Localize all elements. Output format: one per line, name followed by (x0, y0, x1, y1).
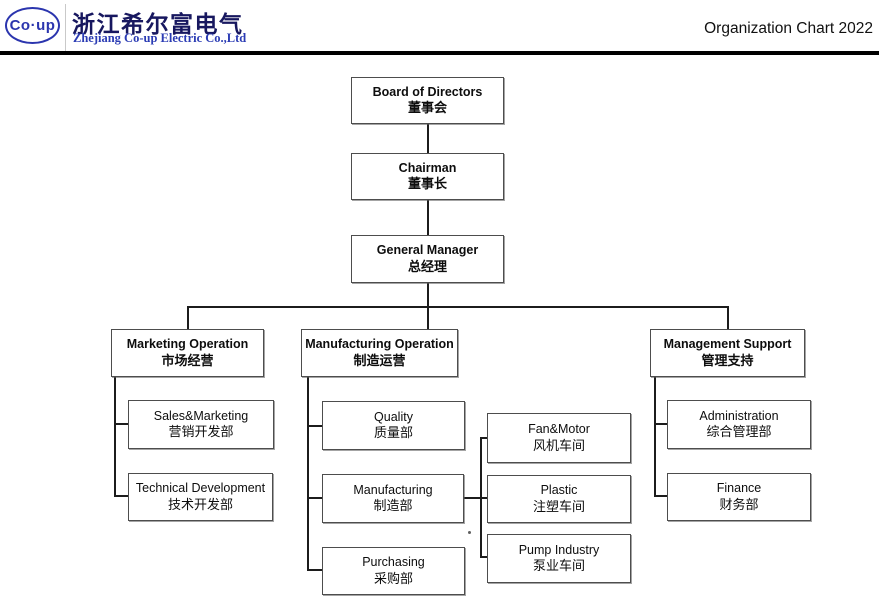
org-node-finance: Finance 财务部 (667, 473, 811, 521)
org-node-sales-marketing: Sales&Marketing 营销开发部 (128, 400, 274, 449)
connector-stub-administration (654, 423, 667, 425)
node-label-en: Sales&Marketing (153, 408, 249, 423)
header-rule (0, 51, 879, 55)
org-node-marketing-operation: Marketing Operation 市场经营 (111, 329, 264, 377)
connector-stub-sales (114, 423, 128, 425)
node-label-cn: 风机车间 (532, 437, 585, 453)
connector-stub-technical (114, 495, 128, 497)
node-label-cn: 市场经营 (161, 352, 214, 368)
company-logo: Co·up (5, 7, 60, 44)
connector-manufacturing-branch (307, 377, 309, 571)
stray-dot (468, 531, 471, 534)
connector-stub-pump (480, 556, 487, 558)
connector-stub-fan-motor (480, 437, 487, 439)
node-label-cn: 制造运营 (353, 352, 406, 368)
connector-manufacturing-plastic (464, 497, 487, 499)
connector-main-spine (187, 306, 729, 308)
node-label-en: Quality (374, 409, 413, 424)
node-label-en: Board of Directors (372, 84, 483, 99)
connector-board-chairman (427, 124, 429, 153)
company-name-english: Zhejiang Co-up Electric Co.,Ltd (73, 31, 247, 45)
node-label-cn: 营销开发部 (168, 424, 234, 440)
node-label-cn: 董事长 (407, 176, 447, 192)
node-label-en: Finance (716, 481, 762, 496)
node-label-en: Fan&Motor (528, 422, 590, 437)
node-label-en: Administration (699, 408, 779, 423)
node-label-en: Management Support (663, 337, 792, 352)
node-label-cn: 管理支持 (701, 352, 754, 368)
org-node-general-manager: General Manager 总经理 (351, 235, 504, 283)
logo-text: Co·up (9, 17, 56, 34)
connector-chairman-gm (427, 200, 429, 235)
org-node-board-of-directors: Board of Directors 董事会 (351, 77, 504, 124)
connector-stub-quality (307, 425, 322, 427)
node-label-cn: 综合管理部 (706, 424, 772, 440)
connector-marketing-branch (114, 377, 116, 497)
node-label-cn: 采购部 (373, 570, 413, 586)
node-label-cn: 总经理 (407, 258, 447, 274)
company-name-chinese: 浙江希尔富电气 (72, 11, 244, 37)
node-label-en: Chairman (398, 160, 457, 175)
connector-stub-manufacturing-dept (307, 497, 322, 499)
org-node-plastic: Plastic 注塑车间 (487, 475, 631, 523)
node-label-en: Purchasing (362, 555, 425, 570)
header-divider (65, 4, 66, 51)
page-title: Organization Chart 2022 (704, 20, 873, 37)
node-label-cn: 泵业车间 (532, 558, 585, 574)
node-label-en: Technical Development (135, 481, 266, 496)
org-node-fan-motor: Fan&Motor 风机车间 (487, 413, 631, 463)
node-label-en: Pump Industry (518, 542, 600, 557)
connector-management-branch (654, 377, 656, 497)
node-label-cn: 董事会 (407, 100, 447, 116)
node-label-en: Manufacturing (353, 482, 433, 497)
node-label-cn: 制造部 (373, 498, 413, 514)
org-node-technical-development: Technical Development 技术开发部 (128, 473, 273, 521)
org-node-pump-industry: Pump Industry 泵业车间 (487, 534, 631, 583)
node-label-cn: 质量部 (373, 425, 413, 441)
org-node-management-support: Management Support 管理支持 (650, 329, 805, 377)
node-label-cn: 财务部 (719, 496, 759, 512)
node-label-en: Plastic (540, 483, 578, 498)
connector-spine-marketing (187, 306, 189, 329)
connector-stub-purchasing (307, 569, 322, 571)
node-label-en: General Manager (376, 243, 479, 258)
node-label-en: Marketing Operation (126, 337, 249, 352)
node-label-cn: 技术开发部 (167, 496, 233, 512)
org-node-quality: Quality 质量部 (322, 401, 465, 450)
org-node-chairman: Chairman 董事长 (351, 153, 504, 200)
org-node-manufacturing-operation: Manufacturing Operation 制造运营 (301, 329, 458, 377)
node-label-cn: 注塑车间 (532, 498, 585, 514)
org-node-purchasing: Purchasing 采购部 (322, 547, 465, 595)
connector-stub-finance (654, 495, 667, 497)
connector-spine-management (727, 306, 729, 329)
org-node-manufacturing-dept: Manufacturing 制造部 (322, 474, 464, 523)
org-node-administration: Administration 综合管理部 (667, 400, 811, 449)
node-label-en: Manufacturing Operation (305, 337, 454, 352)
